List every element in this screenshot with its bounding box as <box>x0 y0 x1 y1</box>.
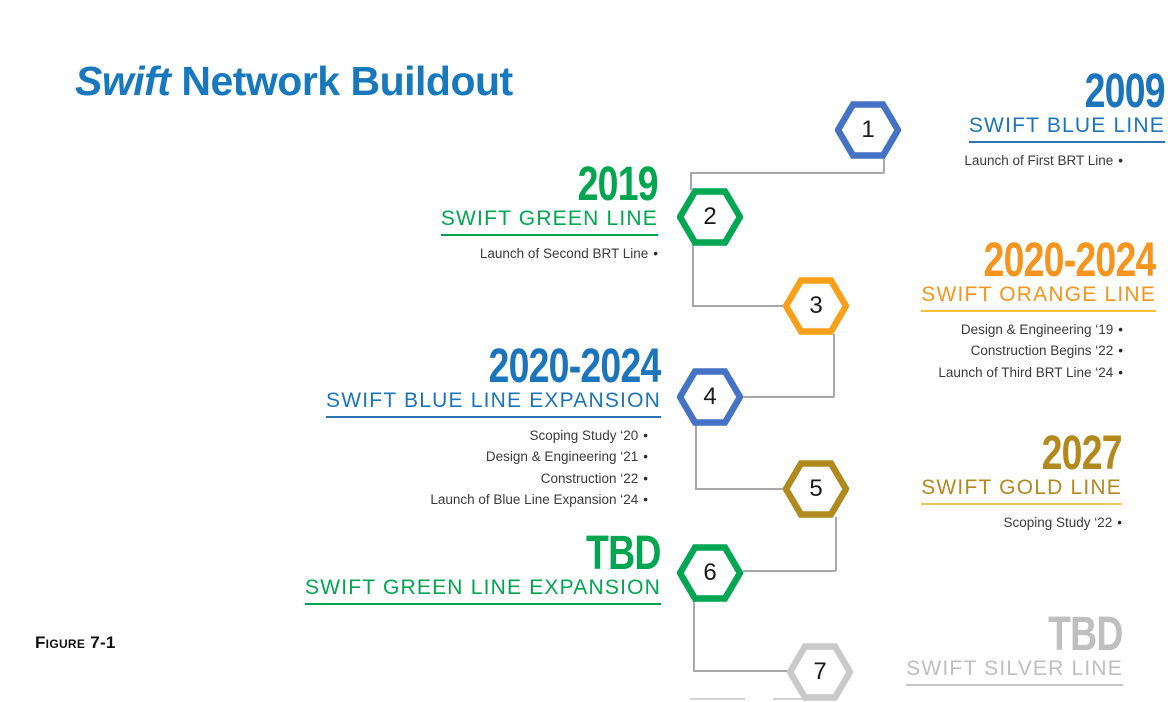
milestone-year: 2027 <box>1041 427 1123 480</box>
connector-line <box>693 670 789 672</box>
cutoff-fragment <box>690 698 745 700</box>
hexagon-number: 4 <box>703 383 717 410</box>
milestone-year: 2020-2024 <box>983 234 1157 287</box>
milestone-item: Launch of Blue Line Expansion ‘24• <box>326 489 648 510</box>
milestone-item-text: Scoping Study ‘20 <box>529 428 639 443</box>
milestone-items: Launch of Second BRT Line • <box>441 243 658 264</box>
milestone-item: Design & Engineering ‘21• <box>326 446 648 467</box>
hexagon-icon <box>835 101 901 159</box>
milestone-item: Scoping Study ‘20 • <box>326 425 648 446</box>
milestone-item-text: Launch of Second BRT Line <box>479 246 649 261</box>
hexagon-icon <box>677 368 743 426</box>
milestone-name: SWIFT GREEN LINE <box>440 208 658 236</box>
connector-line <box>693 601 695 671</box>
milestone-item: Launch of Second BRT Line • <box>441 243 658 264</box>
milestone-item-text: Scoping Study ‘22 <box>1003 515 1113 530</box>
connector-line <box>690 172 884 174</box>
cutoff-fragment <box>773 698 830 700</box>
milestone-hexagon-7: 7 <box>787 643 853 701</box>
milestone-hexagon-5: 5 <box>783 460 849 518</box>
page-title: Swift Network Buildout <box>75 58 513 105</box>
milestone-year: TBD <box>1048 608 1123 661</box>
milestone-item: Launch of First BRT Line • <box>964 150 1123 171</box>
bullet-icon: • <box>1118 364 1123 380</box>
milestone-item-text: Design & Engineering ‘21 <box>485 449 639 465</box>
connector-line <box>692 305 785 307</box>
milestone-hexagon-3: 3 <box>783 277 849 335</box>
milestone-name: SWIFT BLUE LINE EXPANSION <box>326 390 661 418</box>
title-swift: Swift <box>75 58 171 104</box>
milestone-hexagon-6: 6 <box>677 544 743 602</box>
milestone-item: Scoping Study ‘22 • <box>921 512 1122 533</box>
milestone-item-text: Construction Begins ‘22 <box>970 343 1114 359</box>
hexagon-icon <box>787 643 853 701</box>
connector-line <box>835 517 837 571</box>
milestone-year: TBD <box>586 527 661 580</box>
connector-line <box>883 156 885 173</box>
milestone-name: SWIFT SILVER LINE <box>906 658 1123 686</box>
bullet-icon: • <box>653 246 658 261</box>
hexagon-number: 7 <box>813 658 827 685</box>
title-rest: Network Buildout <box>170 58 513 104</box>
milestone-items: Launch of First BRT Line • <box>964 150 1165 171</box>
milestone-item-text: Launch of First BRT Line <box>964 153 1114 168</box>
milestone-items: Scoping Study ‘20•Design & Engineering ‘… <box>326 425 661 510</box>
milestone-item-text: Launch of Blue Line Expansion ‘24 <box>430 491 639 507</box>
bullet-icon: • <box>1118 322 1123 337</box>
milestone-items: Scoping Study ‘22 • <box>921 512 1122 533</box>
milestone-item: Construction ‘22• <box>326 468 648 489</box>
milestone-item: Launch of Third BRT Line ‘24• <box>921 362 1123 383</box>
bullet-icon: • <box>643 449 648 465</box>
bullet-icon: • <box>643 491 648 507</box>
milestone-year: 2020-2024 <box>488 340 662 393</box>
milestone-hexagon-1: 1 <box>835 101 901 159</box>
hexagon-icon <box>783 277 849 335</box>
milestone-item-text: Design & Engineering ‘19 <box>960 322 1114 337</box>
bullet-icon: • <box>643 428 648 443</box>
connector-line <box>743 570 836 572</box>
connector-line <box>833 334 835 397</box>
milestone-name: SWIFT ORANGE LINE <box>921 284 1156 312</box>
milestone-item-text: Launch of Third BRT Line ‘24 <box>938 364 1114 380</box>
connector-line <box>743 396 834 398</box>
bullet-icon: • <box>1118 343 1123 359</box>
hexagon-icon <box>677 544 743 602</box>
hexagon-icon <box>783 460 849 518</box>
milestone-name: SWIFT BLUE LINE <box>968 115 1165 143</box>
milestone-item: Design & Engineering ‘19 • <box>921 319 1123 340</box>
milestone-items: Design & Engineering ‘19•Construction Be… <box>921 319 1156 383</box>
bullet-icon: • <box>1118 153 1123 168</box>
milestone-hexagon-2: 2 <box>677 188 743 246</box>
milestone-item: Construction Begins ‘22• <box>921 340 1123 361</box>
milestone-year: 2019 <box>577 158 659 211</box>
bullet-icon: • <box>643 470 648 486</box>
hexagon-number: 3 <box>809 292 823 319</box>
hexagon-number: 1 <box>861 116 875 143</box>
milestone-name: SWIFT GREEN LINE EXPANSION <box>305 577 661 605</box>
connector-line <box>690 172 692 190</box>
bullet-icon: • <box>1117 515 1122 530</box>
connector-line <box>695 425 697 489</box>
hexagon-number: 2 <box>703 203 717 230</box>
connector-line <box>695 488 785 490</box>
milestone-item-text: Construction ‘22 <box>540 470 639 486</box>
connector-line <box>692 245 694 306</box>
figure-label: Figure 7-1 <box>35 633 116 652</box>
milestone-hexagon-4: 4 <box>677 368 743 426</box>
hexagon-icon <box>677 188 743 246</box>
hexagon-number: 6 <box>703 559 717 586</box>
milestone-year: 2009 <box>1084 65 1166 118</box>
hexagon-number: 5 <box>809 475 823 502</box>
milestone-name: SWIFT GOLD LINE <box>921 477 1122 505</box>
